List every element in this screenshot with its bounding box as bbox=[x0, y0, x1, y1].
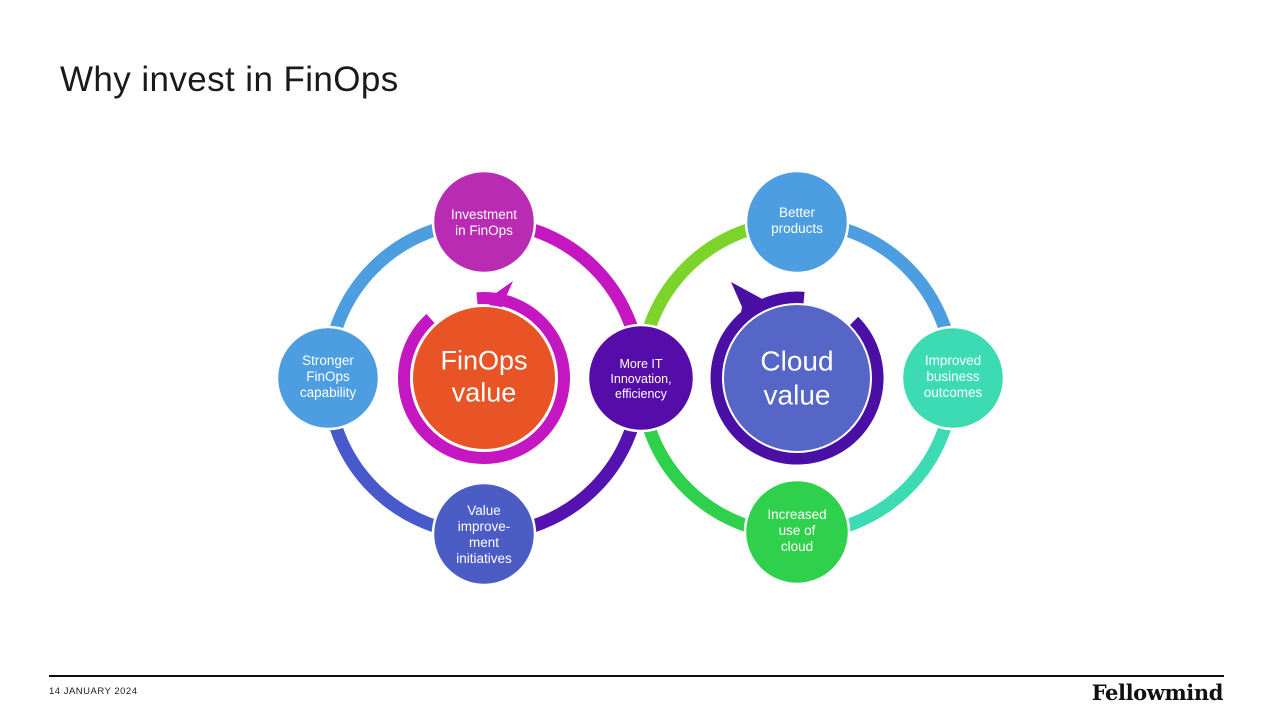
increased-use-of-cloud-circle bbox=[743, 478, 851, 586]
footer-date: 14 JANUARY 2024 bbox=[49, 686, 138, 697]
finops-cycle-ring bbox=[397, 292, 570, 464]
finops-value-circle bbox=[411, 305, 557, 451]
value-improvement-initiatives-circle bbox=[431, 481, 537, 587]
improved-business-outcomes-circle bbox=[900, 325, 1006, 431]
investment-in-finops-circle bbox=[431, 169, 537, 275]
cloud-cycle-arrowhead-icon bbox=[731, 282, 766, 333]
stronger-finops-capability-circle bbox=[275, 325, 381, 431]
more-it-innovation-circle bbox=[586, 323, 696, 433]
page-title: Why invest in FinOps bbox=[60, 60, 399, 99]
cloud-value-circle bbox=[722, 303, 872, 453]
fellowmind-logo: Fellowmind bbox=[1091, 680, 1224, 705]
footer-divider bbox=[49, 675, 1224, 677]
better-products-circle bbox=[744, 169, 850, 275]
